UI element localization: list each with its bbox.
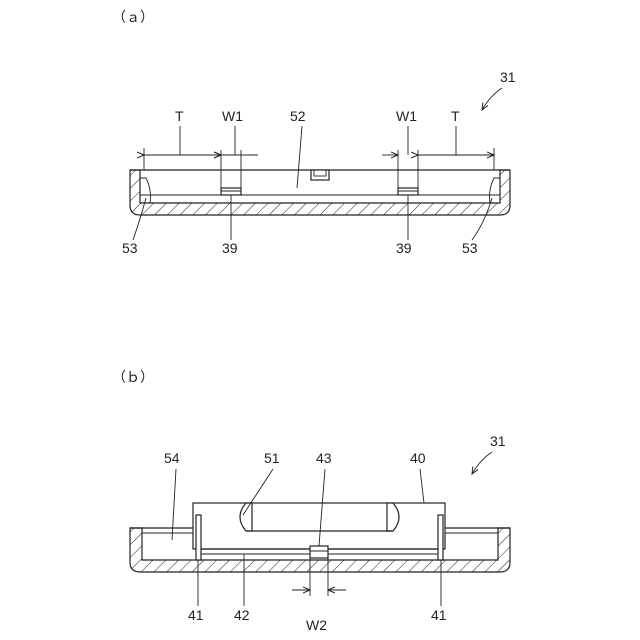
center-part: [310, 546, 328, 558]
label-post-left: 41: [188, 607, 204, 623]
label-center-a: 52: [290, 108, 306, 124]
slot-left-a: [221, 188, 241, 195]
label-t-left: T: [175, 108, 184, 124]
label-corner-right-a: 53: [462, 240, 478, 256]
tray-b: [130, 503, 510, 596]
panel-b-ref-number: 31: [490, 433, 506, 449]
leader-top-right: [420, 469, 424, 503]
panel-b-ref-arrow: [472, 452, 492, 474]
corner-right-a: [490, 178, 501, 203]
label-corner-left-a: 53: [122, 240, 138, 256]
panel-a-ref-number: 31: [500, 69, 516, 85]
label-t-right: T: [451, 108, 460, 124]
label-roller: 51: [264, 450, 280, 466]
panel-b-caption: （ｂ）: [112, 369, 154, 385]
label-w1-left: W1: [222, 108, 243, 124]
label-center-part: 43: [316, 450, 332, 466]
post-right: [438, 515, 443, 560]
panel-a: （ａ） 31: [112, 9, 516, 256]
label-slot-right-a: 39: [396, 240, 412, 256]
label-post-right: 41: [431, 607, 447, 623]
slot-right-a: [398, 188, 418, 195]
panel-a-ref-arrow: [482, 88, 502, 110]
leader-left-space: [172, 469, 176, 540]
label-left-space: 54: [164, 450, 180, 466]
post-left: [196, 515, 201, 560]
label-slot-left-a: 39: [222, 240, 238, 256]
label-top-right: 40: [410, 450, 426, 466]
panel-b: （ｂ） 31: [112, 369, 510, 633]
leader-center-a: [297, 126, 302, 188]
panel-a-caption: （ａ）: [112, 9, 154, 25]
label-w1-right: W1: [396, 108, 417, 124]
label-bottom-bar: 42: [234, 607, 250, 623]
tray-a: [130, 148, 510, 215]
label-gap-width: W2: [306, 617, 327, 633]
